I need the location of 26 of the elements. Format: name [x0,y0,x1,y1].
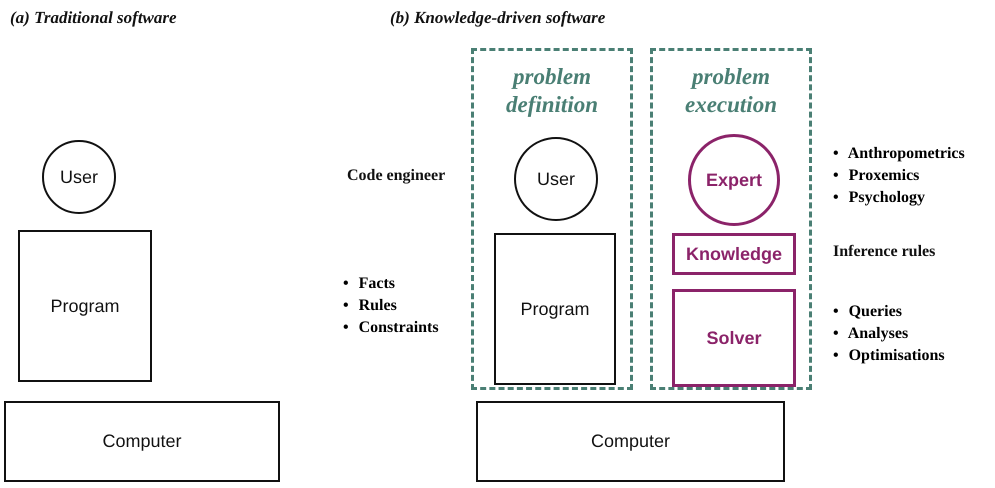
knowledge-box: Knowledge [672,233,796,275]
computer-box: Computer [476,401,785,482]
panel-title: (b) Knowledge-driven software [390,8,606,28]
panel-title: (a) Traditional software [10,8,177,28]
bullet-item: • Proxemics [833,166,920,186]
role-label: Code engineer [347,167,446,185]
bullet-item: • Anthropometrics [833,144,965,164]
program-box: Program [18,230,152,382]
group-title: problem definition [504,63,599,119]
side-label: Inference rules [833,243,936,261]
bullet-item: • Psychology [833,188,926,208]
bullet-item: • Rules [343,296,398,316]
dashed-group [471,48,633,390]
bullet-item: • Analyses [833,324,910,344]
bullet-item: • Queries [833,302,903,322]
bullet-item: • Optimisations [833,346,945,366]
bullet-item: • Constraints [343,318,439,338]
program-box: Program [494,233,616,385]
dashed-group [650,48,812,390]
solver-box: Solver [672,289,796,387]
expert-circle: Expert [688,134,780,226]
user-circle: User [42,140,116,214]
bullet-item: • Facts [343,274,396,294]
user-circle: User [514,137,598,221]
group-title: problem execution [684,63,778,119]
computer-box: Computer [4,401,280,482]
